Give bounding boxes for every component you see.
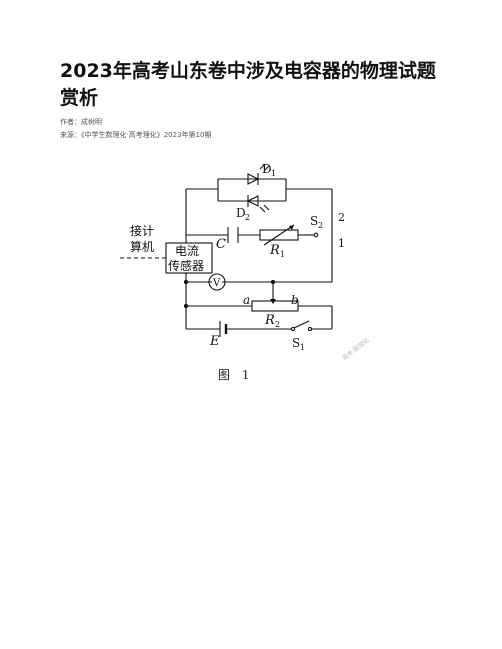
article-author: 作者：成树明: [60, 118, 102, 126]
label-d2-sub: 2: [245, 213, 250, 222]
label-b: b: [291, 293, 299, 307]
label-d1-sub: 1: [271, 169, 276, 178]
label-s2-sub: 2: [318, 221, 323, 230]
label-sensor-2: 传感器: [168, 258, 204, 273]
label-r1: R: [269, 243, 280, 258]
diode-d1: [247, 163, 270, 185]
wire-network: [183, 178, 333, 330]
resistor-r1: [259, 224, 299, 246]
label-s2: S: [310, 214, 318, 228]
label-r2-sub: 2: [275, 320, 280, 329]
label-e: E: [209, 334, 220, 349]
battery-e: [219, 321, 228, 337]
resistor-r2: [251, 300, 299, 312]
label-s1: S: [292, 336, 300, 350]
figure-caption: 图 1: [218, 368, 254, 382]
label-d1: D: [262, 162, 272, 176]
label-computer-2: 算机: [130, 239, 154, 254]
label-c: C: [216, 237, 226, 252]
label-d2: D: [236, 206, 246, 220]
article-title: 2023年高考山东卷中涉及电容器的物理试题赏析: [60, 60, 436, 109]
article-source: 来源：《中学生数理化·高考理化》2023年第10期: [60, 131, 212, 139]
label-v: V: [212, 278, 221, 289]
label-r1-sub: 1: [280, 250, 285, 259]
label-sensor-1: 电流: [175, 244, 199, 258]
switch-s1: [290, 320, 313, 332]
circuit-figure: D 1 D 2 S 2 2 1 接计 算机 电流 传感器 C R 1 V a b…: [110, 155, 410, 395]
voltmeter: [208, 273, 226, 291]
diode-d2: [246, 195, 270, 213]
label-pos-2: 2: [338, 211, 345, 224]
label-pos-1: 1: [338, 237, 345, 250]
capacitor-c: [227, 227, 239, 243]
label-r2: R: [264, 313, 275, 328]
current-sensor-box: [165, 242, 213, 274]
circuit-diagram: D 1 D 2 S 2 2 1 接计 算机 电流 传感器 C R 1 V a b…: [120, 162, 345, 352]
label-a: a: [243, 293, 250, 307]
switch-s2: [313, 217, 333, 241]
label-computer-1: 接计: [130, 223, 154, 238]
label-s1-sub: 1: [300, 343, 305, 352]
